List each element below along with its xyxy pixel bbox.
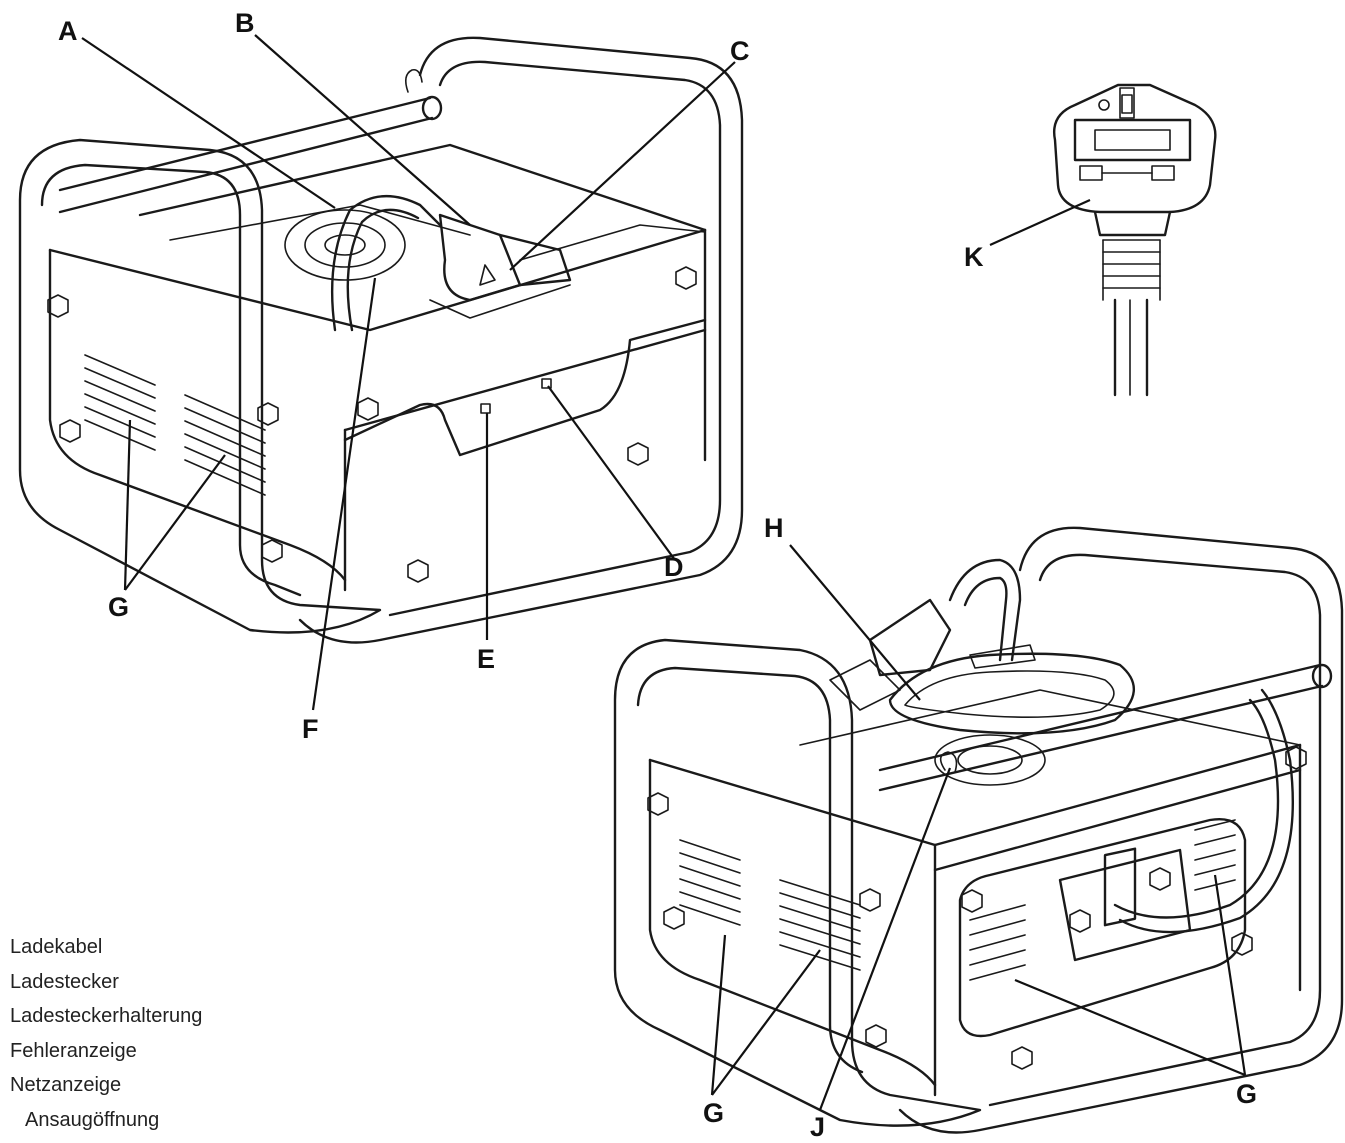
callout-d: D (664, 552, 684, 582)
legend-item: Ladekabel (10, 936, 103, 958)
callout-g-front: G (108, 592, 129, 622)
leader-g1a (123, 419, 132, 591)
callout-c: C (730, 36, 750, 66)
callout-g-rear-right: G (1236, 1079, 1257, 1109)
leader-j (818, 767, 952, 1111)
leader-c (509, 61, 736, 271)
mains-plug-illustration (1053, 83, 1217, 397)
front-charger-illustration (18, 36, 744, 644)
legend-item: Ladesteckerhalterung (10, 1005, 203, 1027)
rear-charger-illustration (613, 526, 1344, 1134)
leader-k (989, 198, 1091, 247)
callout-e: E (477, 644, 495, 674)
legend-item: Ladestecker (10, 970, 119, 993)
callout-j: J (810, 1112, 825, 1142)
callout-k: K (964, 242, 984, 272)
callout-f: F (302, 714, 319, 744)
leader-d (547, 385, 676, 561)
leader-b (254, 34, 471, 226)
leader-g3b (1213, 874, 1247, 1076)
callout-a: A (58, 16, 78, 46)
leader-g2b (711, 949, 821, 1096)
leader-f (311, 277, 377, 711)
parts-legend: Ladekabel Ladestecker Ladesteckerhalteru… (10, 930, 202, 1137)
callout-labels: A B C D E F G H J G G K (58, 8, 1257, 1142)
callout-b: B (235, 8, 255, 38)
callout-g-rear-left: G (703, 1098, 724, 1128)
leader-g3a (1014, 978, 1246, 1077)
leader-h (789, 544, 921, 701)
legend-item: Ansaugöffnung (25, 1108, 160, 1131)
leader-a (81, 37, 336, 209)
leader-g2a (710, 934, 727, 1096)
leader-lines (81, 34, 1247, 1111)
legend-item: Netzanzeige (10, 1074, 122, 1096)
legend-item: Fehleranzeige (10, 1039, 137, 1062)
callout-h: H (764, 513, 784, 543)
leader-g1b (124, 454, 226, 591)
